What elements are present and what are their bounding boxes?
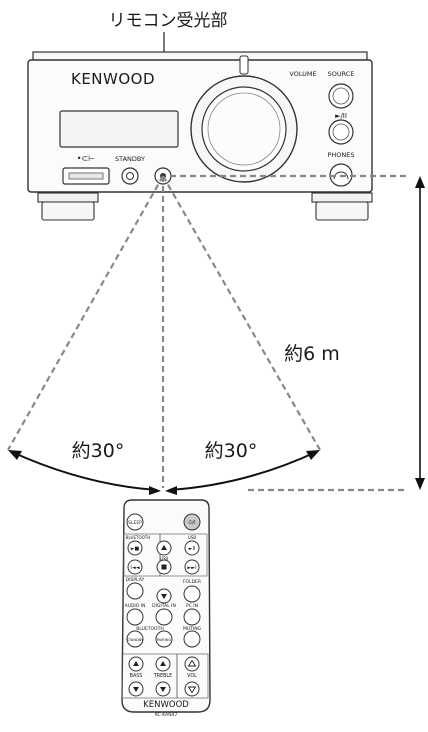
right-angle-arc — [168, 451, 317, 491]
remote-digital-in-button[interactable] — [155, 608, 173, 626]
remote-prev-button[interactable]: I◄◄ — [127, 559, 143, 575]
remote-treble-down-button[interactable] — [155, 681, 171, 697]
usb-group-label: USB — [188, 535, 196, 540]
remote-folder-button[interactable] — [183, 585, 201, 603]
source-label: SOURCE — [328, 70, 355, 78]
angle-arcs — [11, 451, 317, 491]
volume-label: VOLUME — [289, 70, 316, 78]
digital-in-label: DIGITAL IN — [152, 603, 176, 609]
remote-usb-play-pause-button[interactable]: ►II — [184, 540, 200, 556]
source-button[interactable] — [328, 83, 354, 109]
display-label: DISPLAY — [126, 577, 145, 583]
power-label: ⏻/I — [188, 520, 195, 526]
vol-label: VOL — [187, 673, 197, 679]
remote-model-label: RC-KAN47 — [155, 712, 178, 718]
pairing-btn-label: PAIRING — [157, 638, 172, 642]
muting-label: MUTING — [183, 626, 202, 632]
remote-up-button[interactable] — [156, 540, 172, 556]
main-unit: KENWOOD VOLUME SOURCE ►/II PHONES •⊂ — [27, 51, 373, 221]
bluetooth-group-label: BLUETOOTH — [126, 535, 150, 540]
remote-stop-button[interactable] — [156, 559, 172, 575]
audio-in-label: AUDIO IN — [125, 603, 146, 609]
remote-muting-button[interactable] — [183, 630, 201, 648]
bluetooth-label: BLUETOOTH — [136, 626, 163, 632]
remote-sleep-button[interactable]: SLEEP — [126, 513, 144, 531]
svg-text:►■: ►■ — [131, 546, 140, 552]
usb-center-label: USB — [160, 556, 168, 561]
sleep-label: SLEEP — [128, 520, 142, 526]
remote-display-button[interactable] — [126, 582, 144, 600]
remote-next-button[interactable]: ►►I — [184, 559, 200, 575]
bass-label: BASS — [130, 673, 143, 679]
display-window — [59, 110, 179, 148]
angle-left-label: 約30° — [72, 440, 125, 462]
standby-button[interactable] — [121, 167, 139, 185]
remote-power-button[interactable]: ⏻/I — [183, 513, 201, 531]
standby-label: STANDBY — [115, 155, 145, 163]
top-knob — [239, 55, 249, 75]
remote-standby-button[interactable]: STANDBY — [126, 630, 144, 648]
distance-label: 約6 m — [284, 343, 340, 365]
usb-port[interactable] — [62, 167, 110, 185]
remote-vol-up-button[interactable] — [184, 656, 200, 672]
sensor-title: リモコン受光部 — [109, 11, 228, 31]
svg-text:I◄◄: I◄◄ — [130, 565, 139, 571]
remote-pc-in-button[interactable] — [183, 608, 201, 626]
range-left-line — [7, 175, 164, 451]
distance-arrow — [415, 176, 425, 490]
play-pause-label: ►/II — [335, 112, 347, 120]
angle-arrowheads — [8, 450, 320, 495]
remote-audio-in-button[interactable] — [126, 608, 144, 626]
range-lines — [7, 174, 406, 492]
remote-bass-up-button[interactable] — [128, 656, 144, 672]
unit-feet — [37, 192, 373, 221]
remote-down-button[interactable] — [156, 588, 172, 604]
remote-control: SLEEP ⏻/I BLUETOOTH USB ►■ ►II USB I◄◄ — [121, 499, 211, 718]
angle-right-label: 約30° — [205, 440, 258, 462]
standby-btn-label: STANDBY — [127, 638, 144, 642]
remote-vol-down-button[interactable] — [184, 681, 200, 697]
remote-brand-logo: KENWOOD — [143, 700, 189, 710]
svg-text:►►I: ►►I — [187, 565, 196, 571]
remote-treble-up-button[interactable] — [155, 656, 171, 672]
remote-pairing-button[interactable]: PAIRING — [155, 630, 173, 648]
svg-text:►II: ►II — [189, 546, 196, 552]
range-right-line — [162, 175, 321, 451]
treble-label: TREBLE — [153, 673, 172, 679]
remote-bass-down-button[interactable] — [128, 681, 144, 697]
folder-label: FOLDER — [183, 579, 201, 585]
play-pause-button[interactable] — [328, 119, 354, 145]
left-angle-arc — [11, 451, 158, 491]
pc-in-label: PC IN — [186, 603, 198, 609]
phones-label: PHONES — [327, 151, 354, 159]
unit-brand-logo: KENWOOD — [71, 70, 155, 88]
volume-knob[interactable] — [190, 75, 298, 183]
usb-symbol: •⊂⊢ — [77, 154, 95, 163]
remote-bt-play-stop-button[interactable]: ►■ — [127, 540, 143, 556]
